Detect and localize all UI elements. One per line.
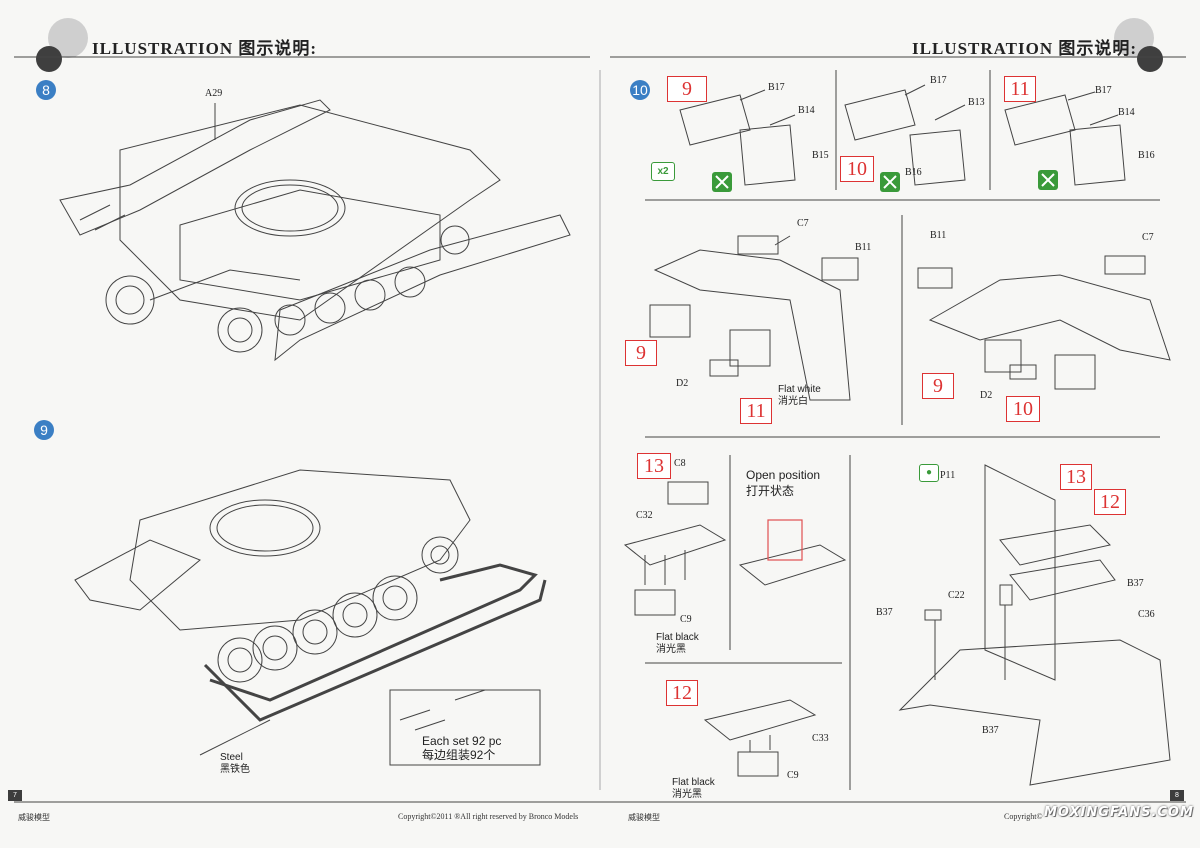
right-box-9: 9 [922,373,954,399]
final-part-b37-left: B37 [876,607,893,618]
part-b14-b: B14 [1118,107,1135,118]
hatch12-part-c33: C33 [812,733,829,744]
hatch12-flat-black-label: Flat black 消光黑 [672,777,715,801]
watermark-text: MOXINGFANS.COM [1044,805,1194,820]
subassembly-box-11: 11 [1004,76,1036,102]
step9-set-en: Each set 92 pc [422,734,502,748]
header-circle-right-dark [1137,46,1163,72]
final-part-c36: C36 [1138,609,1155,620]
header-circle-left-dark [36,46,62,72]
part-b14-a: B14 [798,105,815,116]
step8-hull-drawing [59,99,571,362]
part-b17-a: B17 [768,82,785,93]
final-box-12: 12 [1094,489,1126,515]
step10-open-position-drawing [738,519,847,586]
hatch12-flat-black-en: Flat black [672,777,715,788]
right-part-c7: C7 [1142,232,1154,243]
step10-bracket-drawings [679,84,1126,186]
right-part-b11: B11 [930,230,947,241]
glue-tube-icon: ● [919,464,939,482]
step8-part-a29: A29 [205,88,223,99]
hatch12-part-c9: C9 [787,770,799,781]
part-b17-c: B17 [1095,85,1112,96]
glue-icons [712,170,1058,192]
hatch13-flat-black-en: Flat black [656,632,699,643]
hatch-box-12: 12 [666,680,698,706]
final-part-c22: C22 [948,590,965,601]
part-b17-b: B17 [930,75,947,86]
step9-hull-drawing [74,469,547,766]
left-part-b11: B11 [855,242,872,253]
step10-hatch12-drawing [703,699,817,777]
right-part-d2: D2 [980,390,993,401]
footer-brand-left: 威骏模型 [18,813,50,822]
left-part-c7: C7 [797,218,809,229]
subassembly-box-9: 9 [667,76,707,102]
step9-steel-en: Steel [220,752,243,763]
step10-right-assembly-drawing [917,255,1171,390]
step-10-badge: 10 [630,80,650,100]
open-position-label: Open position 打开状态 [746,467,820,499]
right-box-10: 10 [1006,396,1040,422]
left-box-9: 9 [625,340,657,366]
open-position-en: Open position [746,468,821,482]
part-b15: B15 [812,150,829,161]
header-title-left-en: ILLUSTRATION [92,39,234,58]
subassembly-box-10: 10 [840,156,874,182]
open-position-cn: 打开状态 [746,484,795,498]
step9-set-cn: 每边组装92个 [422,748,496,762]
header-title-right-cn: 图示说明: [1058,39,1138,58]
step9-steel-label: Steel 黑铁色 [220,752,250,776]
part-b16-b: B16 [1138,150,1155,161]
footer-copyright-right: Copyright© [1004,812,1043,821]
hatch13-part-c32: C32 [636,510,653,521]
final-part-b37-right: B37 [1127,578,1144,589]
left-box-11: 11 [740,398,772,424]
hatch13-flat-black-cn: 消光黑 [656,644,686,655]
page-number-left: 7 [8,790,22,801]
step-9-badge: 9 [34,420,54,440]
step-8-badge: 8 [36,80,56,100]
left-part-d2: D2 [676,378,689,389]
left-flat-white-label: Flat white 消光白 [778,384,821,408]
page-number-right: 8 [1170,790,1184,801]
hatch13-part-c8: C8 [674,458,686,469]
step10-left-assembly-drawing [649,235,859,401]
final-part-p11: P11 [940,470,956,481]
final-box-13: 13 [1060,464,1092,490]
hatch13-flat-black-label: Flat black 消光黑 [656,632,699,656]
quantity-x2-badge: x2 [651,162,675,181]
footer-brand-right: 威骏模型 [628,813,660,822]
header-title-left: ILLUSTRATION 图示说明: [92,34,317,59]
hatch13-part-c9: C9 [680,614,692,625]
hatch12-flat-black-cn: 消光黑 [672,789,702,800]
flat-white-en: Flat white [778,384,821,395]
header-title-right: ILLUSTRATION 图示说明: [912,34,1137,59]
open-hatch-highlight [767,519,803,561]
step10-final-assembly-drawing [898,464,1171,786]
hatch-box-13: 13 [637,453,671,479]
step10-hatch13-drawing [623,481,727,616]
header-title-left-cn: 图示说明: [238,39,318,58]
final-part-b37-bottom: B37 [982,725,999,736]
part-b13: B13 [968,97,985,108]
header-title-right-en: ILLUSTRATION [912,39,1054,58]
step9-set-label: Each set 92 pc 每边组装92个 [422,734,501,762]
flat-white-cn: 消光白 [778,396,808,407]
footer-copyright: Copyright©2011 ®All right reserved by Br… [398,812,579,821]
part-b16-a: B16 [905,167,922,178]
step9-steel-cn: 黑铁色 [220,764,250,775]
